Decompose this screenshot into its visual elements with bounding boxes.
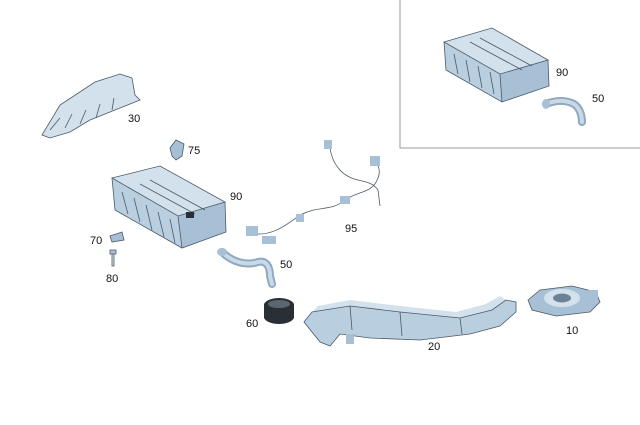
part-20-air-duct[interactable] [303,296,517,347]
part-95-wiring-harness[interactable] [246,140,381,244]
callout-10: 10 [566,325,578,337]
part-10-blower[interactable] [527,285,601,317]
callout-50-main: 50 [280,259,292,271]
callout-20: 20 [428,341,440,353]
callout-90-inset: 90 [556,67,568,79]
inset-part-50-hose[interactable] [542,97,586,126]
callout-60: 60 [246,318,258,330]
callout-80: 80 [106,273,118,285]
callout-75: 75 [188,145,200,157]
part-50-hose[interactable] [217,248,276,288]
callout-50-inset: 50 [592,93,604,105]
callout-30: 30 [128,113,140,125]
part-30-cover[interactable] [41,73,141,139]
callout-95: 95 [345,223,357,235]
callout-70: 70 [90,235,102,247]
part-70-clip[interactable] [109,231,125,243]
inset-frame [399,0,640,149]
callout-90-main: 90 [230,191,242,203]
part-80-screw[interactable] [109,249,117,267]
part-90-battery-pack[interactable] [110,165,227,249]
part-60-grommet[interactable] [264,298,294,324]
part-75-bracket[interactable] [169,139,185,161]
inset-part-90-battery-pack[interactable] [442,27,550,103]
